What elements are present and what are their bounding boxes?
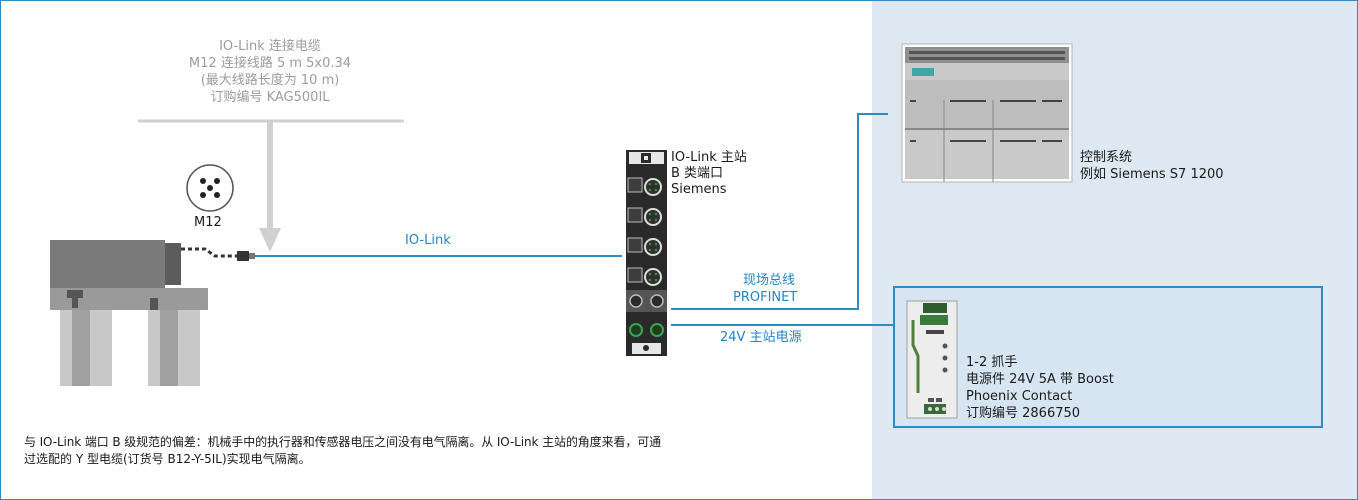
- plc-controller-illustration: [901, 43, 1073, 183]
- power-line-label: 24V 主站电源: [720, 330, 802, 345]
- io-link-master-module: [626, 150, 667, 356]
- connector-label: M12: [194, 215, 222, 230]
- cable-callout-arrow: [138, 119, 404, 252]
- fieldbus-label: 现场总线: [743, 273, 796, 288]
- power-supply-illustration: [906, 300, 958, 419]
- master-title: IO-Link 主站: [671, 150, 747, 165]
- io-link-label: IO-Link: [405, 233, 451, 248]
- profinet-label: PROFINET: [733, 290, 798, 305]
- deviation-note-line1: 与 IO-Link 端口 B 级规范的偏差：机械手中的执行器和传感器电压之间没有…: [24, 435, 662, 449]
- cable-spec: M12 连接线路 5 m 5x0.34: [188, 56, 352, 71]
- m12-connector-icon: [186, 164, 234, 212]
- cable-max-length: (最大线路长度为 10 m): [200, 73, 340, 88]
- gripper-illustration: [50, 240, 255, 386]
- deviation-note-line2: 过选配的 Y 型电缆(订货号 B12-Y-5IL)实现电气隔离。: [24, 452, 311, 466]
- power-supply-highlight-box: [893, 286, 1323, 428]
- psu-description: 电源件 24V 5A 带 Boost: [966, 372, 1114, 387]
- profinet-line: [671, 113, 888, 310]
- cable-title: IO-Link 连接电缆: [219, 39, 321, 54]
- master-port-class: B 类端口: [671, 166, 724, 181]
- master-vendor: Siemens: [671, 182, 727, 197]
- control-system-example: 例如 Siemens S7 1200: [1080, 167, 1224, 182]
- psu-vendor: Phoenix Contact: [966, 389, 1073, 404]
- psu-order-number: 订购编号 2866750: [966, 406, 1081, 421]
- control-system-title: 控制系统: [1080, 150, 1133, 165]
- cable-order-number: 订购编号 KAG500IL: [210, 90, 330, 105]
- psu-gripper-count: 1-2 抓手: [966, 355, 1018, 370]
